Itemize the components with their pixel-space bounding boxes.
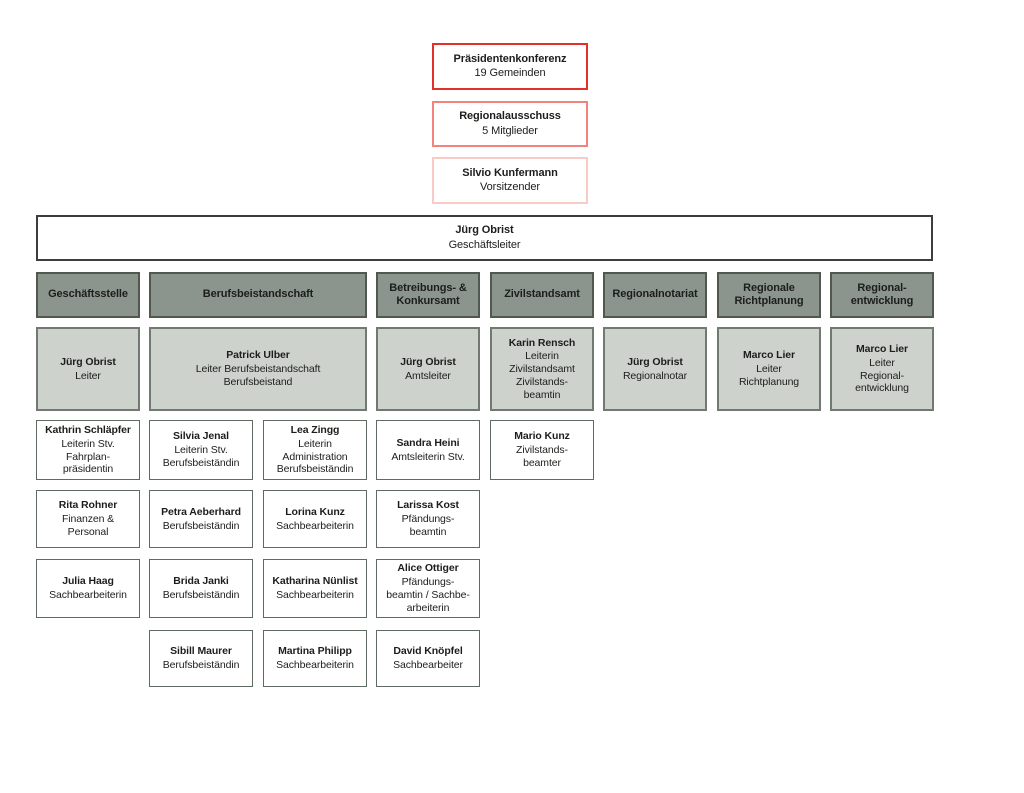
leader-box-marco-lier-role: Leiter Regional- entwicklung [855, 356, 909, 395]
staff-box-sibill-maurer-role: Berufsbeiständin [162, 659, 240, 671]
staff-box-katharina-nunlist-name: Katharina Nünlist [272, 575, 358, 588]
leader-box-jurg-obrist-name: Jürg Obrist [60, 355, 116, 368]
leader-box-marco-lier-name: Marco Lier [742, 349, 796, 362]
leader-box-marco-lier-role: Leiter Richtplanung [738, 363, 800, 388]
director-role: Geschäftsleiter [448, 238, 521, 251]
governance-subtitle: Vorsitzender [480, 181, 540, 193]
staff-box-katharina-nunlist-role: Sachbearbeiterin [276, 589, 354, 601]
dept-box-regionalnotariat: Regionalnotariat [603, 272, 707, 318]
governance-title: Silvio Kunfermann [462, 166, 558, 179]
dept-box-geschaftsstelle-name: Geschäftsstelle [48, 288, 128, 301]
staff-box-martina-philipp-role: Sachbearbeiterin [276, 659, 354, 671]
staff-box-alice-ottiger-name: Alice Ottiger [397, 562, 459, 575]
dept-box-zivilstandsamt-name: Zivilstandsamt [504, 288, 580, 301]
director-name: Jürg Obrist [455, 224, 514, 237]
governance-box-silvio-kunfermann: Silvio Kunfermann Vorsitzender [432, 157, 588, 204]
leader-box-jurg-obrist-role: Regionalnotar [622, 369, 688, 382]
leader-box-marco-lier-name: Marco Lier [855, 342, 909, 355]
staff-box-petra-aeberhard-role: Berufsbeiständin [162, 519, 240, 532]
staff-box-sibill-maurer-name: Sibill Maurer [170, 645, 232, 658]
leader-box-karin-rensch-role: Leiterin Zivilstandsamt Zivilstands- bea… [509, 350, 575, 401]
staff-box-lea-zingg-role: Leiterin Administration Berufsbeiständin [276, 437, 354, 476]
dept-box-regional-entwicklung-name: Regional- entwicklung [850, 281, 914, 307]
dept-box-zivilstandsamt: Zivilstandsamt [490, 272, 594, 318]
staff-box-kathrin-schlapfer-role: Leiterin Stv. Fahrplan- präsidentin [61, 437, 115, 476]
staff-box-sandra-heini-role: Amtsleiterin Stv. [391, 450, 465, 463]
staff-box-rita-rohner-role: Finanzen & Personal [61, 513, 115, 538]
staff-box-kathrin-schlapfer-name: Kathrin Schläpfer [45, 423, 131, 436]
staff-box-sandra-heini-name: Sandra Heini [396, 436, 460, 449]
leader-box-patrick-ulber-role: Leiter Berufsbeistandschaft Berufsbeista… [195, 363, 321, 388]
staff-box-alice-ottiger-role: Pfändungs- beamtin / Sachbe- arbeiterin [386, 576, 470, 614]
staff-box-petra-aeberhard-name: Petra Aeberhard [161, 505, 241, 518]
staff-box-lea-zingg-name: Lea Zingg [290, 423, 340, 436]
leader-box-jurg-obrist-role: Leiter [75, 369, 101, 382]
dept-box-betreibungs-konkursamt-name: Betreibungs- & Konkursamt [389, 281, 467, 307]
governance-box-regionalausschuss: Regionalausschuss 5 Mitglieder [432, 101, 588, 147]
staff-box-lorina-kunz-name: Lorina Kunz [285, 505, 345, 518]
staff-box-brida-janki-name: Brida Janki [173, 575, 229, 588]
governance-subtitle: 19 Gemeinden [474, 67, 546, 79]
staff-box-david-knopfel-name: David Knöpfel [393, 645, 463, 658]
staff-box-larissa-kost-name: Larissa Kost [397, 499, 459, 512]
staff-box-rita-rohner-name: Rita Rohner [58, 499, 118, 512]
staff-box-brida-janki-role: Berufsbeiständin [162, 589, 240, 601]
leader-box-jurg-obrist-name: Jürg Obrist [400, 355, 456, 368]
staff-box-julia-haag-role: Sachbearbeiterin [49, 589, 127, 601]
director-box: Jürg Obrist Geschäftsleiter [36, 215, 933, 261]
leader-box-patrick-ulber-name: Patrick Ulber [226, 349, 290, 362]
staff-box-david-knopfel-role: Sachbearbeiter [393, 659, 463, 671]
staff-box-lorina-kunz-role: Sachbearbeiterin [276, 519, 354, 532]
dept-box-regional-entwicklung: Regional- entwicklung [830, 272, 934, 318]
leader-box-jurg-obrist-name: Jürg Obrist [627, 355, 683, 368]
dept-box-berufsbeistandschaft-name: Berufsbeistandschaft [202, 288, 314, 301]
governance-title: Präsidentenkonferenz [453, 52, 567, 65]
dept-box-betreibungs-konkursamt: Betreibungs- & Konkursamt [376, 272, 480, 318]
leader-box-jurg-obrist-role: Amtsleiter [405, 369, 451, 382]
staff-box-mario-kunz-name: Mario Kunz [514, 430, 570, 443]
staff-box-martina-philipp-name: Martina Philipp [278, 645, 352, 658]
staff-box-silvia-jenal-role: Leiterin Stv. Berufsbeiständin [162, 444, 240, 469]
dept-box-geschaftsstelle: Geschäftsstelle [36, 272, 140, 318]
staff-box-silvia-jenal-name: Silvia Jenal [172, 430, 229, 443]
dept-box-regionale-richtplanung-name: Regionale Richtplanung [734, 281, 804, 307]
dept-box-regionale-richtplanung: Regionale Richtplanung [717, 272, 821, 318]
governance-subtitle: 5 Mitglieder [482, 124, 538, 137]
staff-box-mario-kunz-role: Zivilstands- beamter [516, 444, 568, 469]
staff-box-larissa-kost-role: Pfändungs- beamtin [401, 513, 455, 538]
dept-box-regionalnotariat-name: Regionalnotariat [612, 288, 698, 301]
staff-box-julia-haag-name: Julia Haag [62, 575, 114, 588]
governance-title: Regionalausschuss [459, 110, 561, 123]
dept-box-berufsbeistandschaft: Berufsbeistandschaft [149, 272, 367, 318]
governance-box-praesidentenkonferenz: Präsidentenkonferenz 19 Gemeinden [432, 43, 588, 90]
leader-box-karin-rensch-name: Karin Rensch [508, 336, 576, 349]
